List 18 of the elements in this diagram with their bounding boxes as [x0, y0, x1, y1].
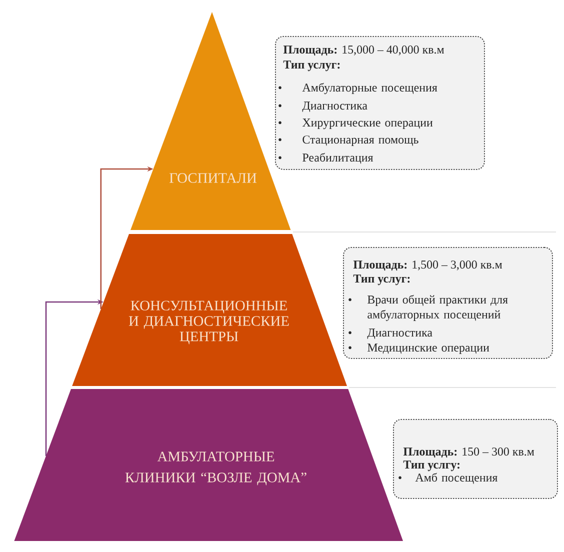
list-item: Стационарная помощь — [302, 136, 418, 146]
area-label: Площадь: 1,500 – 3,000 кв.м — [353, 260, 502, 271]
list-item: Хирургические операции — [302, 118, 433, 130]
list-item: Реабилитация — [302, 152, 374, 164]
info-box — [393, 419, 558, 499]
pyramid-tier: КОНСУЛЬТАЦИОННЫЕ И ДИАГНОСТИЧЕСКИЕ ЦЕНТРЫ — [72, 234, 347, 386]
info-box — [343, 247, 553, 359]
list-item: Амбулаторные посещения — [302, 82, 438, 94]
list-item: Медицинские операции — [368, 344, 490, 354]
list-item: Диагностика — [302, 102, 368, 112]
pyramid-tier: АМБУЛАТОРНЫЕ КЛИНИКИ “ВОЗЛЕ ДОМА” — [14, 389, 403, 541]
services-heading: Тип услуг: — [353, 274, 410, 286]
area-label: Площадь: 150 – 300 кв.м — [403, 448, 534, 458]
info-box — [275, 36, 485, 170]
services-heading: Тип услгу: — [403, 460, 460, 472]
list-item: Диагностика — [367, 328, 432, 340]
list-item: Амб посещения — [415, 472, 498, 484]
list-item: Врачи общей практики для амбулаторных посещений — [368, 294, 508, 322]
